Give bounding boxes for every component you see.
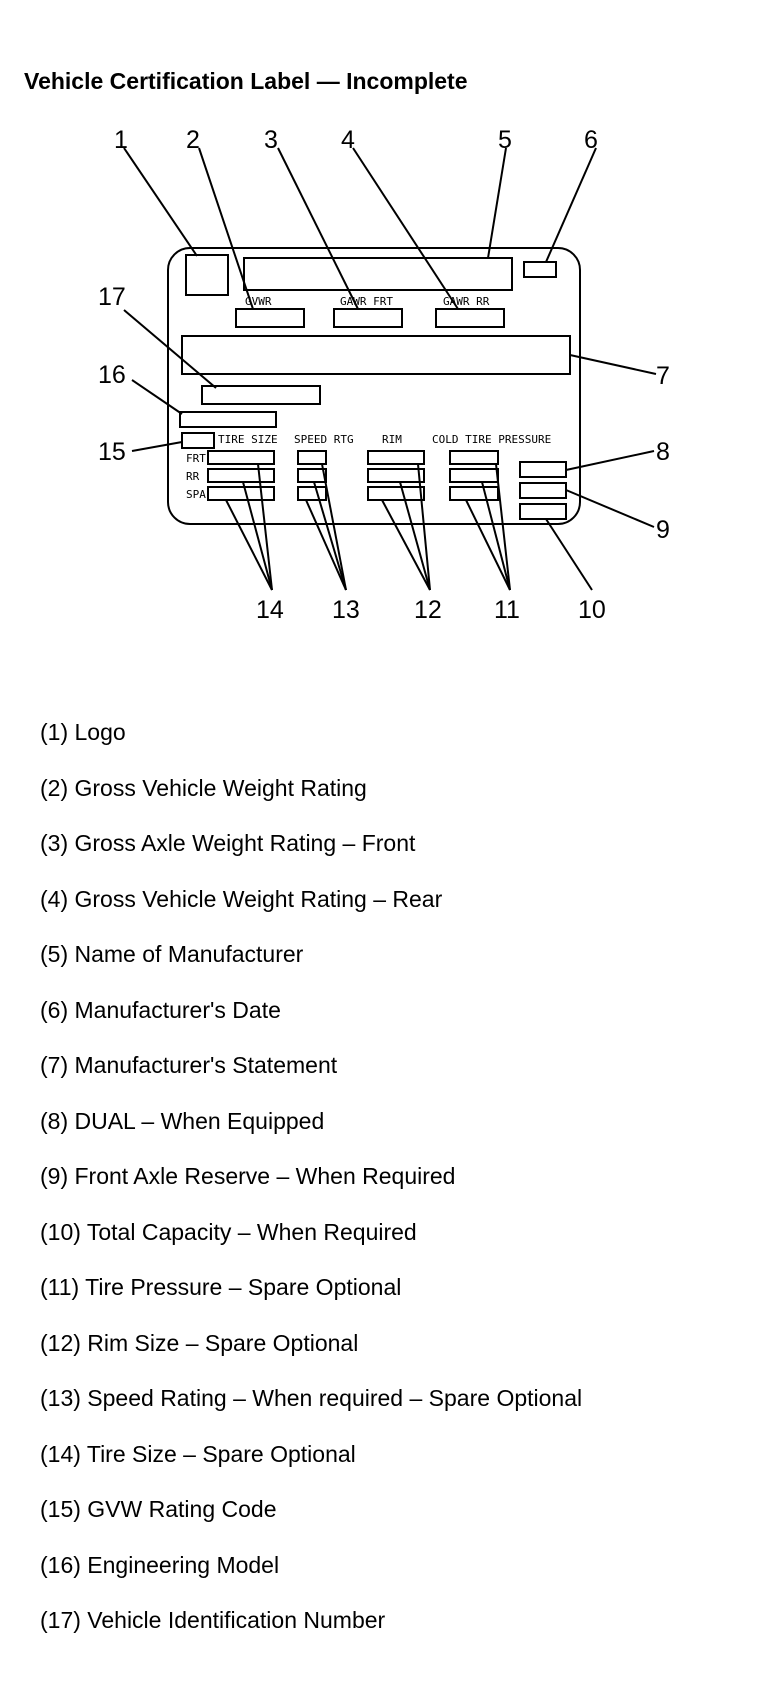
tire-size-frt-box	[207, 450, 275, 465]
total-capacity-box	[519, 503, 567, 520]
leader-16	[131, 379, 183, 415]
leader-8	[565, 450, 655, 471]
speed-rr-box	[297, 468, 327, 483]
callout-10: 10	[578, 596, 606, 624]
legend-item: (7) Manufacturer's Statement	[40, 1052, 338, 1078]
callout-11: 11	[494, 596, 520, 624]
callout-7: 7	[656, 362, 670, 390]
legend-item: (9) Front Axle Reserve – When Required	[40, 1163, 456, 1189]
rim-spa-box	[367, 486, 425, 501]
spa-row-label: SPA	[186, 488, 206, 501]
callout-15: 15	[98, 438, 126, 466]
dual-box	[519, 461, 567, 478]
legend-item: (12) Rim Size – Spare Optional	[40, 1329, 359, 1356]
leader-11b	[481, 481, 511, 591]
legend-item: (8) DUAL – When Equipped	[40, 1107, 325, 1134]
callout-4: 4	[341, 126, 355, 154]
front-axle-reserve-box	[519, 482, 567, 499]
leader-2	[198, 147, 254, 310]
leader-12a	[381, 499, 431, 591]
callout-14: 14	[256, 596, 284, 624]
speed-frt-box	[297, 450, 327, 465]
callout-2: 2	[186, 126, 200, 154]
callout-8: 8	[656, 438, 670, 466]
callout-17: 17	[98, 283, 126, 311]
leader-12b	[399, 481, 431, 591]
legend-list: (1) Logo (2) Gross Vehicle Weight Rating…	[40, 718, 582, 1662]
pressure-frt-box	[449, 450, 499, 465]
pressure-rr-box	[449, 468, 499, 483]
leader-4	[352, 147, 459, 310]
vin-box	[201, 385, 321, 405]
callout-12: 12	[414, 596, 442, 624]
leader-13c	[321, 463, 347, 591]
speed-rtg-text: SPEED RTG	[294, 433, 354, 446]
label-outline	[167, 247, 581, 525]
legend-item: (13) Speed Rating – When required – Spar…	[40, 1385, 583, 1411]
callout-6: 6	[584, 126, 598, 154]
speed-spa-box	[297, 486, 327, 501]
leader-14c	[257, 463, 273, 591]
manufacturer-date-box	[523, 261, 557, 278]
pressure-spa-box	[449, 486, 499, 501]
manufacturer-name-box	[243, 257, 513, 291]
tire-size-rr-box	[207, 468, 275, 483]
leader-14b	[242, 481, 273, 591]
legend-item: (1) Logo	[40, 719, 126, 745]
diagram-title: Vehicle Certification Label — Incomplete	[24, 68, 468, 94]
gvwr-box	[235, 308, 305, 328]
manufacturer-statement-box	[181, 335, 571, 375]
rim-rr-box	[367, 468, 425, 483]
leader-11c	[495, 463, 511, 591]
rr-row-label: RR	[186, 470, 200, 483]
frt-row-label: FRT	[186, 452, 206, 465]
leader-1	[123, 147, 198, 257]
legend-item: (3) Gross Axle Weight Rating – Front	[40, 830, 416, 856]
legend-item: (16) Engineering Model	[40, 1551, 280, 1578]
leader-15	[131, 441, 183, 452]
legend-item: (4) Gross Vehicle Weight Rating – Rear	[40, 885, 443, 912]
leader-10	[545, 518, 593, 591]
cold-tire-pressure-text: COLD TIRE PRESSURE	[432, 433, 551, 446]
tire-size-text: TIRE SIZE	[218, 433, 278, 446]
legend-item: (11) Tire Pressure – Spare Optional	[40, 1274, 402, 1300]
legend-item: (6) Manufacturer's Date	[40, 996, 281, 1023]
leader-13b	[313, 481, 347, 591]
legend-item: (15) GVW Rating Code	[40, 1496, 277, 1522]
callout-1: 1	[114, 126, 128, 154]
leader-11a	[465, 499, 511, 591]
rim-frt-box	[367, 450, 425, 465]
legend-item: (5) Name of Manufacturer	[40, 941, 304, 967]
callout-13: 13	[332, 596, 360, 624]
rim-text: RIM	[382, 433, 402, 446]
tire-size-spa-box	[207, 486, 275, 501]
legend-item: (17) Vehicle Identification Number	[40, 1607, 386, 1633]
leader-13a	[305, 499, 347, 591]
leader-17	[123, 309, 217, 389]
leader-12c	[417, 463, 431, 591]
gvw-code-box	[181, 432, 215, 449]
leader-7	[569, 354, 657, 375]
engineering-model-box	[179, 411, 277, 428]
callout-5: 5	[498, 126, 512, 154]
legend-item: (10) Total Capacity – When Required	[40, 1218, 417, 1245]
gawr-frt-text: GAWR FRT	[340, 295, 393, 308]
leader-9	[565, 489, 655, 528]
leader-6	[545, 147, 597, 263]
leader-5	[487, 147, 507, 259]
gawr-frt-box	[333, 308, 403, 328]
legend-item: (2) Gross Vehicle Weight Rating	[40, 774, 367, 801]
callout-16: 16	[98, 361, 126, 389]
leader-14a	[225, 499, 273, 591]
callout-9: 9	[656, 516, 670, 544]
gawr-rr-box	[435, 308, 505, 328]
callout-3: 3	[264, 126, 278, 154]
leader-3	[277, 147, 359, 310]
certification-label-diagram: GVWR GAWR FRT GAWR RR TIRE SIZE SPEED RT…	[98, 126, 670, 624]
legend-item: (14) Tire Size – Spare Optional	[40, 1440, 356, 1467]
logo-box	[185, 254, 229, 296]
